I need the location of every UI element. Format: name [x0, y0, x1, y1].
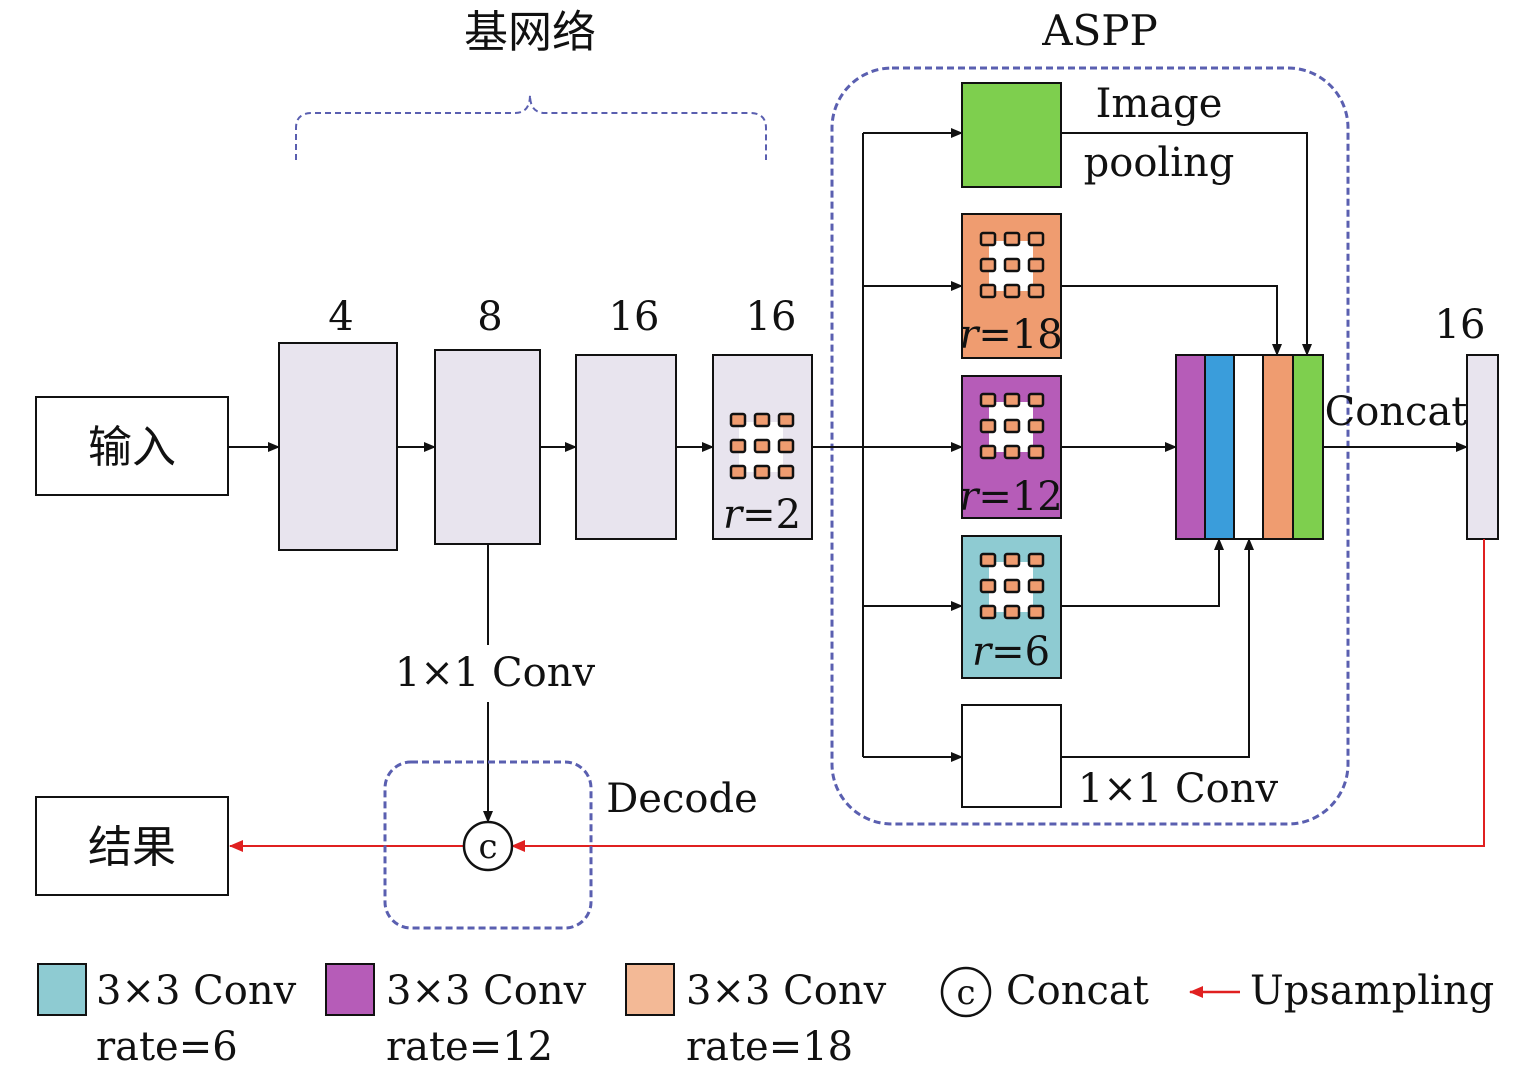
- legend-swatch-rate12: [325, 963, 375, 1016]
- legend-rate6-line1: 3×3 Conv: [96, 968, 297, 1014]
- stage-3-block: [575, 354, 677, 540]
- kernel-cell: [979, 257, 997, 273]
- kernel-cell: [1027, 257, 1045, 273]
- kernel-cell: [1003, 257, 1021, 273]
- stage-4-rate: r=2: [723, 492, 801, 538]
- kernel-cell: [1003, 578, 1021, 594]
- kernel-cell: [1003, 444, 1021, 460]
- stage-2-block: [434, 349, 541, 545]
- kernel-cell: [979, 392, 997, 408]
- kernel-cell: [979, 604, 997, 620]
- input-label: 输入: [88, 422, 176, 473]
- kernel-cell: [1027, 231, 1045, 247]
- kernel-cell: [777, 412, 795, 428]
- kernel-cell: [979, 578, 997, 594]
- kernel-cell: [979, 283, 997, 299]
- legend-concat-icon: [940, 966, 992, 1018]
- stage-2-stride: 8: [477, 294, 502, 340]
- legend-upsampling-label: Upsampling: [1250, 968, 1494, 1014]
- kernel-cell: [979, 418, 997, 434]
- concat-strip-white: [1233, 354, 1264, 540]
- kernel-cell: [1003, 604, 1021, 620]
- kernel-cell: [729, 438, 747, 454]
- kernel-cell: [1027, 283, 1045, 299]
- concat-strip-green: [1292, 354, 1324, 540]
- kernel-cell: [979, 231, 997, 247]
- arrow-imagepool-concat: [1061, 132, 1312, 356]
- r12-kernel-icon: [979, 392, 1045, 460]
- concat-strip-blue: [1204, 354, 1235, 540]
- kernel-cell: [753, 412, 771, 428]
- concat-symbol-text: c: [478, 827, 497, 867]
- legend-rate6-line2: rate=6: [96, 1024, 238, 1070]
- stage-3-stride: 16: [609, 294, 660, 340]
- kernel-cell: [1003, 552, 1021, 568]
- kernel-cell: [1027, 604, 1045, 620]
- kernel-cell: [729, 464, 747, 480]
- conv1x1-label: 1×1 Conv: [1078, 766, 1279, 812]
- stage-4-kernel-icon: [729, 412, 795, 480]
- conv1x1-block: [961, 704, 1062, 808]
- concat-strip-purple: [1175, 354, 1206, 540]
- stage-4-stride: 16: [746, 294, 797, 340]
- legend-swatch-rate18: [625, 963, 675, 1016]
- legend-concat-label: Concat: [1006, 968, 1149, 1014]
- image-pooling-label-2: pooling: [1084, 140, 1235, 186]
- r6-kernel-icon: [979, 552, 1045, 620]
- kernel-cell: [1003, 231, 1021, 247]
- decode-container: [383, 760, 593, 930]
- kernel-cell: [1027, 444, 1045, 460]
- kernel-cell: [753, 438, 771, 454]
- image-pooling-block: [961, 82, 1062, 188]
- kernel-cell: [1003, 392, 1021, 408]
- kernel-cell: [1027, 552, 1045, 568]
- kernel-cell: [753, 464, 771, 480]
- stage-1-block: [278, 342, 398, 551]
- r18-rate: r=18: [959, 312, 1063, 358]
- kernel-cell: [777, 438, 795, 454]
- decoder-conv-label: 1×1 Conv: [395, 650, 596, 696]
- legend-rate12-line2: rate=12: [386, 1024, 553, 1070]
- decode-label: Decode: [606, 776, 758, 822]
- legend-rate12-line1: 3×3 Conv: [386, 968, 587, 1014]
- kernel-cell: [1003, 283, 1021, 299]
- legend-rate18-line1: 3×3 Conv: [686, 968, 887, 1014]
- stage-1-stride: 4: [328, 294, 353, 340]
- output-box: [35, 796, 229, 896]
- arrow-r18-concat: [1061, 285, 1282, 356]
- r12-rate: r=12: [959, 474, 1063, 520]
- kernel-cell: [1027, 418, 1045, 434]
- kernel-cell: [1003, 418, 1021, 434]
- kernel-cell: [979, 444, 997, 460]
- kernel-cell: [1027, 392, 1045, 408]
- concat-symbol-circle: [462, 820, 514, 872]
- kernel-cell: [729, 412, 747, 428]
- output-label: 结果: [88, 822, 176, 873]
- concat-label: Concat: [1325, 389, 1468, 435]
- aspp-label: ASPP: [1041, 6, 1158, 55]
- r6-rate: r=6: [972, 629, 1050, 675]
- legend-concat-symbol: c: [956, 973, 975, 1013]
- kernel-cell: [777, 464, 795, 480]
- concat-strip-orange: [1262, 354, 1294, 540]
- legend-rate18-line2: rate=18: [686, 1024, 853, 1070]
- backbone-label: 基网络: [464, 7, 596, 58]
- legend-swatch-rate6: [37, 963, 87, 1016]
- aspp-output-stride: 16: [1435, 302, 1486, 348]
- kernel-cell: [979, 552, 997, 568]
- arrow-1x1-concat: [1061, 538, 1254, 758]
- r18-kernel-icon: [979, 231, 1045, 299]
- image-pooling-label-1: Image: [1096, 81, 1223, 127]
- kernel-cell: [1027, 578, 1045, 594]
- aspp-output-feature: [1466, 354, 1499, 540]
- arrow-r6-concat: [1061, 538, 1224, 607]
- backbone-bracket: [295, 94, 767, 160]
- upsampling-path: [511, 539, 1485, 852]
